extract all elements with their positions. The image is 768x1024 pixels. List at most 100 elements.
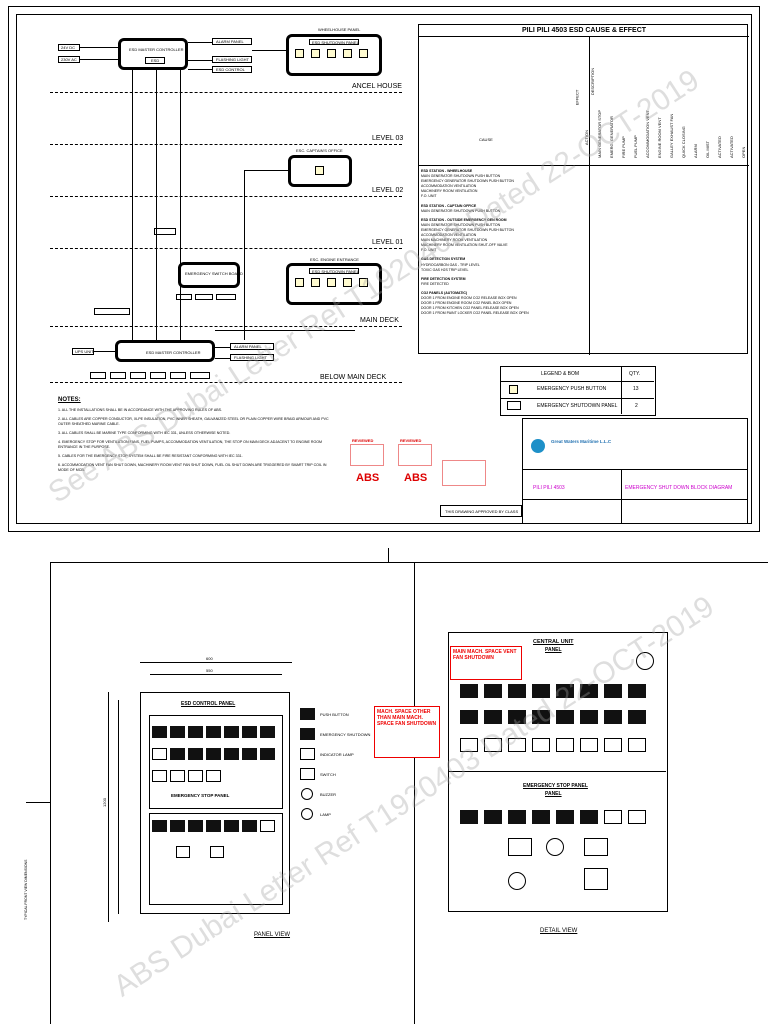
push-button-icon: [315, 166, 324, 175]
switch-icon: [556, 684, 574, 698]
red-note-1: MAIN MACH. SPACE VENT FAN SHUTDOWN: [450, 646, 522, 680]
ce-effect-col: QUICK CLOSING: [681, 126, 686, 158]
emergency-switchboard: EMERGENCY SWITCH BOARD: [178, 262, 243, 288]
entrance-panel: ESD SHUTDOWN PANEL: [286, 263, 382, 305]
dim-top2: 550: [206, 668, 213, 673]
wheelhouse-panel-header-label: ESD SHUTDOWN PANEL: [312, 40, 359, 45]
switch-icon: [580, 738, 598, 752]
push-button-icon: [295, 278, 304, 287]
buzzer-icon: [636, 652, 654, 670]
legend-column: PUSH BUTTON EMERGENCY SHUTDOWN INDICATOR…: [300, 696, 390, 846]
controller-title: ESD MASTER CONTROLLER: [129, 47, 184, 52]
switch-icon: [604, 684, 622, 698]
center-divider: [449, 771, 666, 772]
ce-effect-col: ACTIVATED: [717, 136, 722, 158]
switch-icon: [206, 748, 221, 760]
wheelhouse-panel-header: ESD SHUTDOWN PANEL: [309, 39, 359, 45]
entrance-panel-title: ESC. ENGINE ENTRANCE: [310, 257, 359, 262]
sheet-2: [50, 562, 768, 1024]
abs-stamp-2-frame: [398, 444, 432, 466]
ce-row: ACCOMMODATION VENTILATION: [421, 233, 477, 238]
red-note-2-text: MACH. SPACE OTHER THAN MAIN MACH. SPACE …: [377, 709, 437, 727]
lamp-box: [210, 846, 224, 858]
level-label-ancel: ANCEL HOUSE: [352, 83, 402, 90]
level-line-01: [50, 248, 402, 249]
below-bottom-4: [150, 372, 166, 379]
project-name: PILI PILI 4503: [533, 485, 565, 491]
switch-icon: [604, 810, 622, 824]
dim-top1: 600: [206, 656, 213, 661]
push-button-icon: [295, 49, 304, 58]
lamp-icon: [546, 838, 564, 856]
input-box-1: 24V DC: [58, 44, 80, 51]
push-button-icon: [343, 49, 352, 58]
switch-icon: [580, 810, 598, 824]
company-logo: [531, 439, 545, 453]
ce-section-head: FIRE DETECTION SYSTEM: [421, 276, 466, 281]
switch-icon: [242, 748, 257, 760]
ce-effect-col: OIL MIST: [705, 141, 710, 158]
switch-icon: [580, 684, 598, 698]
switch-icon: [484, 810, 502, 824]
input-box-1-label: 24V DC: [61, 45, 76, 50]
panel-view-label: PANEL VIEW: [254, 932, 291, 938]
wire: [215, 330, 355, 331]
note-2: 2. ALL CABLES ARE COPPER CONDUCTOR, XLPE…: [58, 417, 329, 426]
switch-icon: [224, 748, 239, 760]
output-3-label: ESD CONTROL: [216, 67, 245, 72]
legend2-item-4: SWITCH: [320, 772, 336, 777]
output-3: ESD CONTROL: [212, 66, 252, 73]
ce-divider: [419, 36, 749, 37]
switch-icon: [260, 820, 275, 832]
lamp-box: [584, 868, 608, 890]
output-1: ALARM PANEL: [212, 38, 252, 45]
abs-stamp-1: REVIEWED ABS: [346, 436, 388, 488]
switch-icon: [628, 710, 646, 724]
entrance-panel-header-label: ESD SHUTDOWN PANEL: [312, 269, 359, 274]
switch-icon: [532, 810, 550, 824]
switch-icon: [206, 726, 221, 738]
level-line-ancel: [50, 92, 402, 93]
lamp-box: [584, 838, 608, 856]
abs-stamp-3: [442, 460, 486, 486]
indicator-lamp-icon: [300, 748, 315, 760]
legend-item-2: EMERGENCY SHUTDOWN PANEL: [537, 403, 618, 409]
ce-row: MAIN GENERATOR SHUTDOWN PUSH BUTTON: [421, 174, 501, 179]
ce-row: DOOR 1 FROM PAINT LOCKER CO2 PANEL RELEA…: [421, 311, 529, 316]
switch-icon: [242, 820, 257, 832]
sheet-1: [8, 6, 760, 532]
level-label-below: BELOW MAIN DECK: [320, 374, 387, 381]
abs-logo: ABS: [356, 472, 380, 484]
abs-stamp-1-label: REVIEWED: [352, 438, 374, 443]
level-line-below: [50, 382, 402, 383]
panel-inner2: [149, 813, 283, 905]
ce-row: EMERGENCY GENERATOR SHUTDOWN PUSH BUTTON: [421, 227, 514, 232]
title-block: Great Waters Maritime L.L.C PILI PILI 45…: [522, 418, 748, 524]
title-col: [621, 469, 622, 523]
sheet-2-divider: [414, 562, 415, 1024]
main-esd-controller-label: ESD MASTER CONTROLLER: [146, 350, 201, 355]
switch-icon: [556, 738, 574, 752]
switch-icon: [224, 820, 239, 832]
captain-office-panel: [288, 155, 352, 187]
ce-row: FIRE DETECTED: [421, 281, 449, 286]
push-button-icon: [509, 385, 518, 394]
center-title: CENTRAL UNIT: [533, 639, 574, 645]
dim-line-top1: [140, 662, 292, 663]
below-bottom-2: [110, 372, 126, 379]
note-5: 5. CABLES FOR THE EMERGENCY STOP SYSTEM …: [58, 454, 243, 458]
ce-header-effect: EFFECT: [574, 89, 580, 106]
switch-icon: [224, 726, 239, 738]
legend-qty-2: 2: [635, 403, 638, 409]
switch-icon: [170, 820, 185, 832]
detail-view-label: DETAIL VIEW: [540, 928, 578, 934]
drawing-title: EMERGENCY SHUT DOWN BLOCK DIAGRAM: [625, 485, 733, 491]
ce-row: ACCOMMODATION VENTILATION: [421, 184, 477, 189]
legend2-item-1: PUSH BUTTON: [320, 712, 349, 717]
legend-qty-header: QTY.: [629, 371, 641, 377]
ce-section-head: CO2 PANELS (AUTOMATIC): [421, 290, 468, 295]
ce-row: MAIN MACHINERY ROOM VENTILATION: [421, 238, 488, 243]
lamp-icon: [301, 808, 313, 820]
ce-section-head: ESD STATION - WHEELHOUSE: [421, 169, 473, 173]
ce-row: MAIN GENERATOR SHUTDOWN PUSH BUTTON: [421, 222, 501, 227]
